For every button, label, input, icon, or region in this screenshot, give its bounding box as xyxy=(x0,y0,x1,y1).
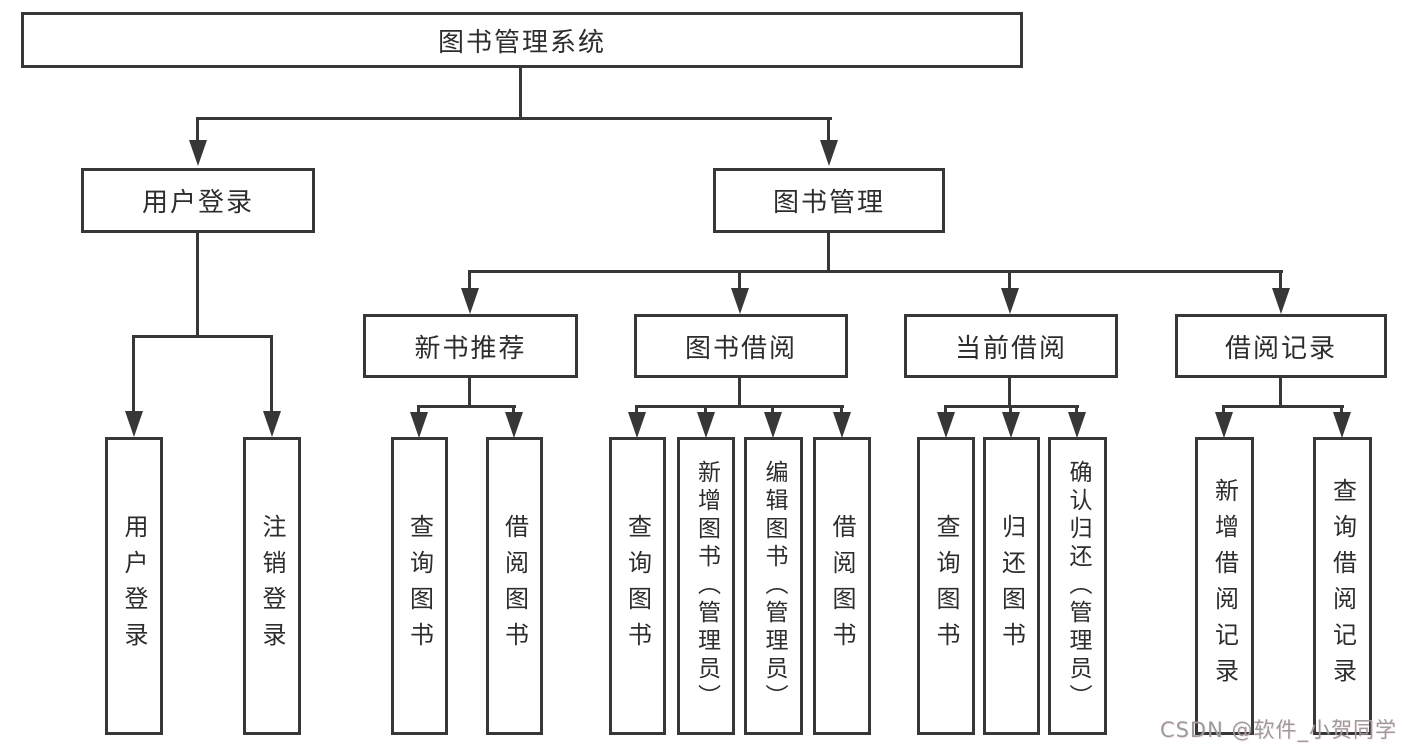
arrowhead-leaf xyxy=(937,412,955,438)
arrowhead-book-borrow xyxy=(731,288,749,314)
node-current-borrow: 当前借阅 xyxy=(904,314,1118,378)
leaf-add-borrow-record: 新增借阅记录 xyxy=(1195,437,1254,735)
node-label: 图书管理系统 xyxy=(437,27,606,58)
arrowhead-leaf xyxy=(1002,412,1020,438)
connector-userlogin-bar xyxy=(132,335,273,338)
watermark-csdn: CSDN @软件_小贺同学 xyxy=(1159,718,1397,742)
arrowhead-leaf xyxy=(410,412,428,438)
leaf-label: 编辑图书（管理员） xyxy=(761,460,787,712)
node-label: 图书借阅 xyxy=(684,333,797,364)
arrowhead-leaf xyxy=(1333,412,1351,438)
leaf-logout: 注销登录 xyxy=(243,437,301,735)
leaf-query-borrow-record: 查询借阅记录 xyxy=(1313,437,1372,735)
arrowhead-leaf xyxy=(628,412,646,438)
connector-drop-leaf-logout xyxy=(270,335,273,413)
node-label: 当前借阅 xyxy=(954,333,1067,364)
node-label: 借阅记录 xyxy=(1224,333,1337,364)
connector-drop xyxy=(1340,405,1343,415)
leaf-label: 归还图书 xyxy=(997,514,1026,658)
leaf-label: 查询借阅记录 xyxy=(1328,478,1357,694)
arrowhead-leaf-logout xyxy=(263,411,281,437)
connector-drop xyxy=(1222,405,1225,415)
connector-drop xyxy=(512,405,515,415)
arrowhead-leaf xyxy=(1068,412,1086,438)
connector-root-stem xyxy=(519,68,522,120)
leaf-query-books: 查询图书 xyxy=(609,437,666,735)
node-label: 新书推荐 xyxy=(414,333,527,364)
arrowhead-leaf xyxy=(697,412,715,438)
arrowhead-leaf-user-login xyxy=(125,411,143,437)
leaf-label: 新增图书（管理员） xyxy=(693,460,720,712)
connector-group1-stem xyxy=(468,377,471,408)
connector-drop-leaf-user-login xyxy=(132,335,135,413)
leaf-label: 查询图书 xyxy=(932,514,960,658)
node-book-management: 图书管理 xyxy=(713,168,945,233)
connector-bookmgmt-bar xyxy=(468,270,1283,273)
node-book-borrow: 图书借阅 xyxy=(634,314,848,378)
connector-drop-user-login xyxy=(196,117,199,143)
connector-group2-stem xyxy=(738,377,741,408)
connector-drop xyxy=(944,405,947,415)
connector-drop-new-book xyxy=(468,270,471,290)
connector-drop xyxy=(1009,405,1012,415)
arrowhead-new-book xyxy=(461,288,479,314)
leaf-label: 用户登录 xyxy=(120,514,148,658)
leaf-add-book-admin: 新增图书（管理员） xyxy=(677,437,735,735)
leaf-edit-book-admin: 编辑图书（管理员） xyxy=(744,437,803,735)
connector-userlogin-stem xyxy=(196,232,199,338)
connector-bookmgmt-stem xyxy=(827,232,830,273)
node-library-management-system: 图书管理系统 xyxy=(21,12,1023,68)
node-borrow-records: 借阅记录 xyxy=(1175,314,1387,378)
leaf-label: 借阅图书 xyxy=(828,514,856,658)
connector-group1-bar xyxy=(417,405,516,408)
connector-drop-book-borrow xyxy=(738,270,741,290)
leaf-borrow-books: 借阅图书 xyxy=(486,437,543,735)
node-label: 图书管理 xyxy=(772,188,885,218)
connector-group3-stem xyxy=(1008,377,1011,408)
connector-group4-bar xyxy=(1222,405,1344,408)
connector-drop xyxy=(840,405,843,415)
connector-root-bar xyxy=(196,117,832,120)
leaf-label: 新增借阅记录 xyxy=(1210,478,1239,694)
connector-group4-stem xyxy=(1279,377,1282,408)
connector-drop xyxy=(635,405,638,415)
leaf-label: 借阅图书 xyxy=(500,514,529,658)
connector-drop xyxy=(417,405,420,415)
leaf-label: 注销登录 xyxy=(258,514,286,658)
leaf-label: 查询图书 xyxy=(623,514,652,658)
leaf-label: 确认归还（管理员） xyxy=(1065,460,1091,712)
connector-drop xyxy=(1075,405,1078,415)
connector-drop-current-borrow xyxy=(1008,270,1011,290)
connector-drop-book-management xyxy=(827,117,830,143)
leaf-label: 查询图书 xyxy=(405,514,434,658)
arrowhead-user-login xyxy=(189,140,207,166)
connector-group2-bar xyxy=(635,405,844,408)
node-user-login: 用户登录 xyxy=(81,168,315,233)
connector-drop-borrow-records xyxy=(1279,270,1282,290)
arrowhead-leaf xyxy=(505,412,523,438)
arrowhead-book-management xyxy=(820,140,838,166)
leaf-query-books: 查询图书 xyxy=(391,437,448,735)
connector-drop xyxy=(704,405,707,415)
arrowhead-leaf xyxy=(764,412,782,438)
leaf-confirm-return-admin: 确认归还（管理员） xyxy=(1048,437,1107,735)
arrowhead-borrow-records xyxy=(1272,288,1290,314)
leaf-borrow-books: 借阅图书 xyxy=(813,437,871,735)
arrowhead-leaf xyxy=(1215,412,1233,438)
arrowhead-leaf xyxy=(833,412,851,438)
node-new-book-recommend: 新书推荐 xyxy=(363,314,578,378)
leaf-user-login: 用户登录 xyxy=(105,437,163,735)
leaf-return-book: 归还图书 xyxy=(983,437,1040,735)
node-label: 用户登录 xyxy=(141,188,254,218)
connector-drop xyxy=(771,405,774,415)
arrowhead-current-borrow xyxy=(1001,288,1019,314)
leaf-query-books: 查询图书 xyxy=(917,437,975,735)
